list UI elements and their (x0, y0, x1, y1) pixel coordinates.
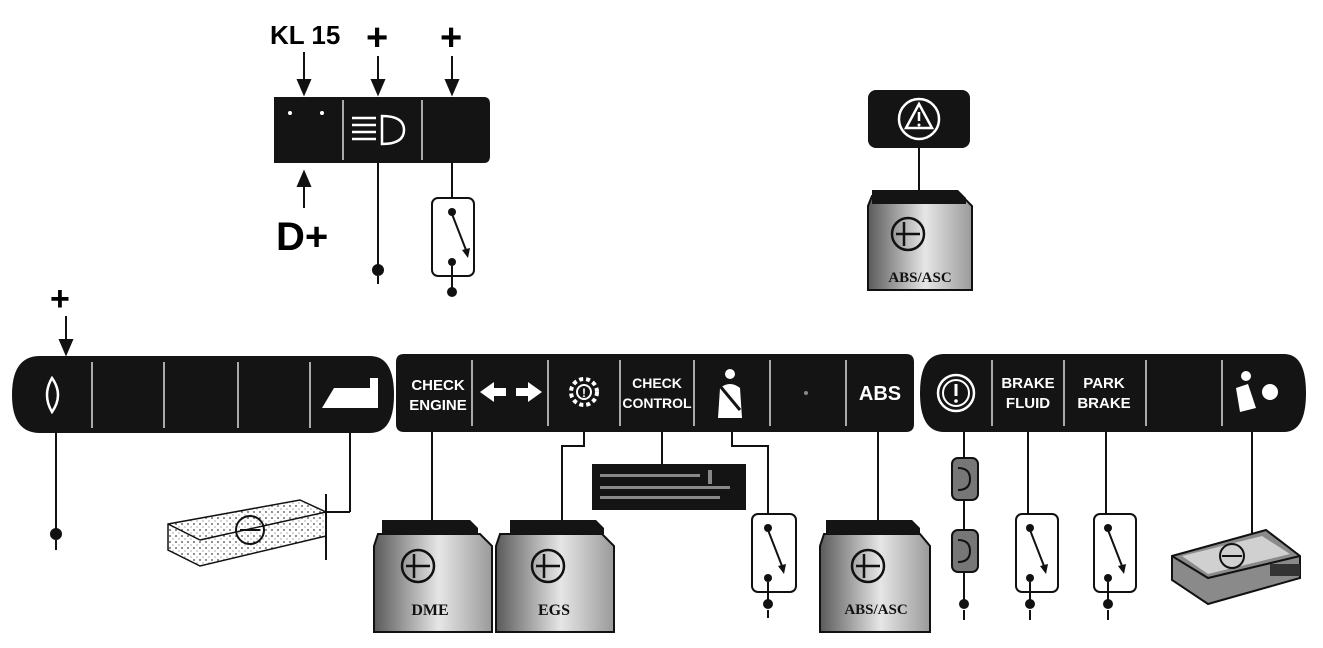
warning-triangle-indicator (868, 90, 970, 148)
airbag-control-module (1171, 528, 1301, 606)
brake-fluid-label-2: FLUID (1006, 395, 1050, 412)
check-engine-label-2: ENGINE (409, 397, 467, 414)
check-control-label-1: CHECK (632, 375, 682, 391)
module-dme-label: DME (411, 602, 448, 619)
module-abs-asc-lower-label: ABS/ASC (844, 602, 907, 618)
upper-ground-wires (372, 163, 453, 284)
charge-dots-icon (288, 111, 324, 115)
right-indicator-cluster: BRAKE FLUID PARK BRAKE (920, 354, 1306, 432)
plus-label-blank: + (440, 17, 462, 59)
transmission-gear-icon: ! (569, 377, 599, 407)
park-brake-switch (1093, 513, 1137, 620)
middle-indicator-cluster: CHECK ENGINE ! CHECK CONTROL ABS (396, 354, 914, 432)
kl15-label: KL 15 (270, 20, 340, 50)
brake-fluid-switch (1015, 513, 1059, 620)
svg-text:!: ! (582, 386, 586, 400)
upper-switch (431, 197, 475, 297)
right-wires (963, 432, 1253, 540)
brake-pad-sensors (951, 457, 979, 620)
module-abs-asc-lower: ABS/ASC (819, 520, 931, 633)
left-indicator-cluster (12, 356, 394, 433)
upper-indicator-cluster (274, 97, 490, 163)
seatbelt-icon (718, 369, 742, 418)
turn-arrows-icon (480, 382, 542, 402)
module-egs: EGS (495, 520, 615, 633)
seatbelt-switch (751, 513, 797, 618)
module-abs-asc-upper: ABS/ASC (867, 190, 973, 291)
upper-supply-arrows (58, 52, 460, 357)
plus-label-left: + (50, 280, 70, 318)
bulb-icon (45, 375, 60, 415)
module-egs-label: EGS (538, 602, 570, 619)
plus-label-highbeam: + (366, 17, 388, 59)
brake-fluid-label-1: BRAKE (1001, 375, 1054, 392)
left-ground-wire (50, 433, 62, 550)
check-control-label-2: CONTROL (622, 395, 692, 411)
high-beam-icon (352, 114, 406, 146)
module-dme: DME (373, 520, 493, 633)
check-engine-label-1: CHECK (411, 377, 465, 394)
trailer-icon (322, 378, 378, 408)
trailer-control-module (167, 499, 327, 567)
brake-warning-icon (936, 373, 976, 413)
airbag-icon (1236, 371, 1278, 412)
abs-label: ABS (859, 383, 901, 405)
park-brake-label-2: BRAKE (1077, 395, 1130, 412)
d-plus-label: D+ (276, 215, 328, 259)
module-abs-asc-upper-label: ABS/ASC (888, 270, 951, 286)
check-control-display (592, 464, 746, 510)
blank-indicator-dot (804, 391, 808, 395)
park-brake-label-1: PARK (1083, 375, 1125, 392)
